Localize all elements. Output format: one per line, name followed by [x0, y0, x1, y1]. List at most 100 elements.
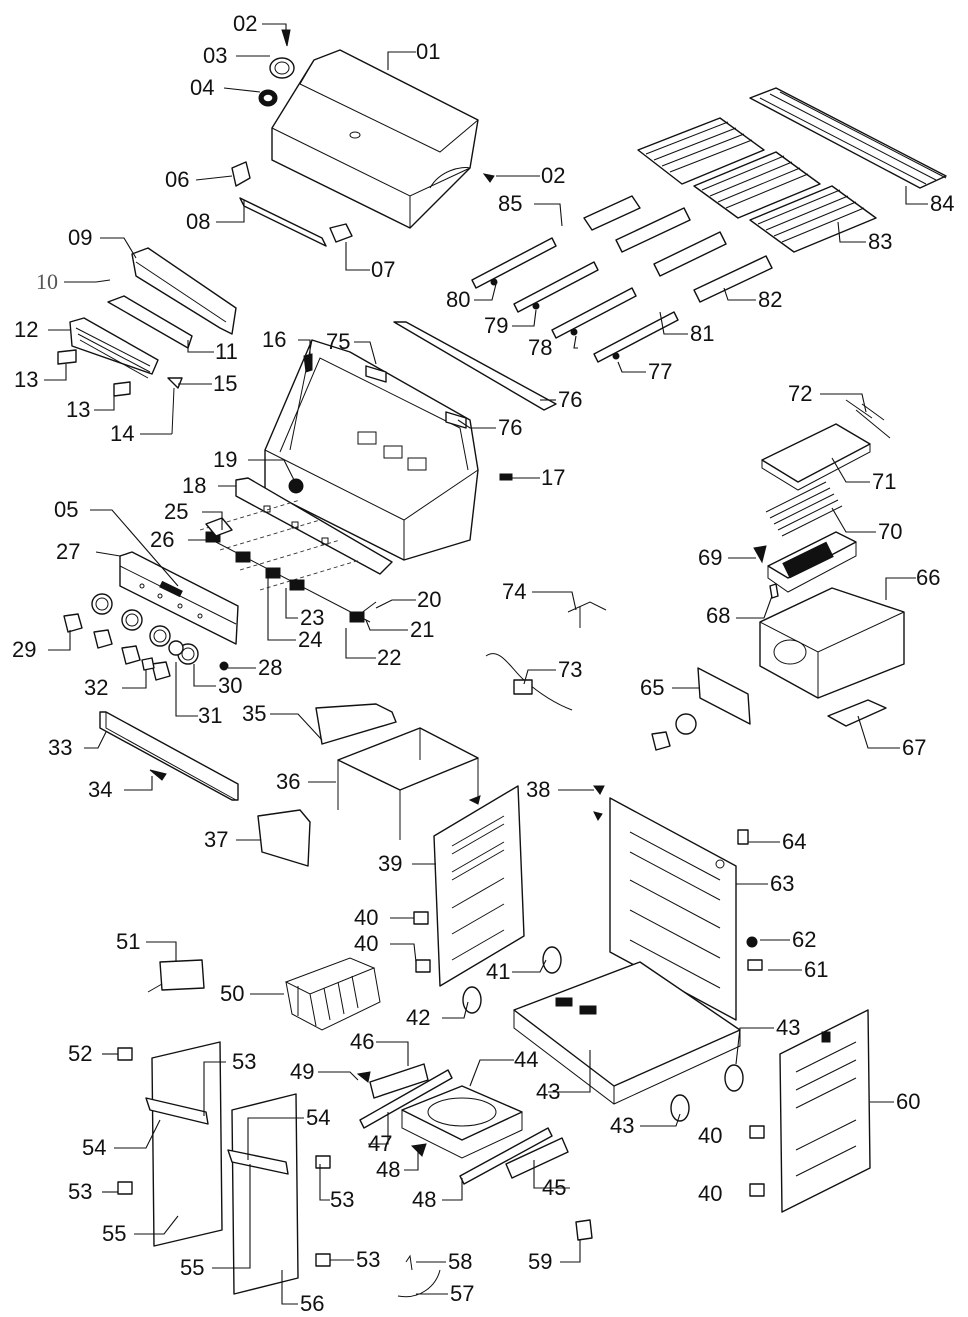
grill-lid [271, 49, 479, 229]
part-label: 13 [14, 367, 38, 392]
part-label: 54 [82, 1135, 106, 1160]
part-label: 08 [186, 209, 210, 234]
part-label: 80 [446, 287, 470, 312]
rotisserie-burner [57, 247, 237, 435]
part-label: 06 [165, 167, 189, 192]
part-label: 03 [203, 43, 227, 68]
part-label: 39 [378, 851, 402, 876]
part-label: 43 [536, 1079, 560, 1104]
part-label: 63 [770, 871, 794, 896]
part-label: 59 [528, 1249, 552, 1274]
part-label: 05 [54, 497, 78, 522]
part-label: 40 [698, 1123, 722, 1148]
part-label: 23 [300, 605, 324, 630]
part-label: 20 [417, 587, 441, 612]
leader-lines [44, 23, 928, 1305]
part-label: 24 [298, 627, 322, 652]
part-label: 25 [164, 499, 188, 524]
part-label: 70 [878, 519, 902, 544]
warming-rack [749, 87, 947, 189]
part-label: 74 [502, 579, 526, 604]
part-label: 40 [698, 1181, 722, 1206]
handle-assembly [231, 161, 353, 247]
part-label: 57 [450, 1281, 474, 1306]
part-label: 53 [68, 1179, 92, 1204]
part-label: 27 [56, 539, 80, 564]
part-label: 43 [776, 1015, 800, 1040]
part-label: 51 [116, 929, 140, 954]
part-label: 53 [330, 1187, 354, 1212]
igniter-wiring [485, 601, 607, 711]
drawer-assembly [356, 1063, 569, 1185]
baskets [147, 957, 381, 1031]
part-label: 12 [14, 317, 38, 342]
part-label: 81 [690, 321, 714, 346]
firebox [264, 321, 557, 561]
part-label: 15 [213, 371, 237, 396]
part-label: 72 [788, 381, 812, 406]
part-label: 26 [150, 527, 174, 552]
part-label: 76 [498, 415, 522, 440]
part-label: 58 [448, 1249, 472, 1274]
part-label: 02 [541, 163, 565, 188]
part-label: 50 [220, 981, 244, 1006]
small-hardware [397, 785, 765, 1298]
flame-tamers [583, 195, 773, 303]
part-label: 65 [640, 675, 664, 700]
part-label: 55 [102, 1221, 126, 1246]
left-side-panel [433, 785, 525, 987]
control-panel [119, 551, 239, 645]
part-label: 41 [486, 959, 510, 984]
part-label: 48 [412, 1187, 436, 1212]
part-label: 48 [376, 1157, 400, 1182]
control-knobs [63, 593, 229, 681]
part-label: 14 [110, 421, 134, 446]
side-burner [651, 399, 905, 751]
part-label: 55 [180, 1255, 204, 1280]
part-label: 31 [198, 703, 222, 728]
part-label: 68 [706, 603, 730, 628]
part-label: 61 [804, 957, 828, 982]
part-label: 66 [916, 565, 940, 590]
part-label: 54 [306, 1105, 330, 1130]
part-label: 62 [792, 927, 816, 952]
part-label: 02 [233, 11, 257, 36]
part-label: 07 [371, 257, 395, 282]
main-burners [471, 237, 679, 363]
part-label: 10 [36, 269, 58, 294]
part-label: 33 [48, 735, 72, 760]
part-label: 34 [88, 777, 112, 802]
thermometer-parts [258, 29, 495, 183]
part-label: 01 [416, 39, 440, 64]
part-label: 45 [542, 1175, 566, 1200]
support-frame [257, 703, 479, 867]
part-label: 46 [350, 1029, 374, 1054]
part-label: 69 [698, 545, 722, 570]
manifold-and-valves [199, 477, 393, 623]
part-label: 79 [484, 313, 508, 338]
part-label: 71 [872, 469, 896, 494]
cooking-grates [637, 117, 877, 253]
part-label: 43 [610, 1113, 634, 1138]
part-label: 42 [406, 1005, 430, 1030]
part-label: 30 [218, 673, 242, 698]
bottom-tray [513, 961, 741, 1105]
part-label: 83 [868, 229, 892, 254]
part-label: 11 [215, 339, 238, 364]
part-label: 60 [896, 1089, 920, 1114]
part-label: 22 [377, 645, 401, 670]
part-label: 18 [182, 473, 206, 498]
part-label: 36 [276, 769, 300, 794]
part-label: 53 [356, 1247, 380, 1272]
part-label: 28 [258, 655, 282, 680]
part-label: 47 [368, 1131, 392, 1156]
part-label: 56 [300, 1291, 324, 1316]
part-label: 40 [354, 931, 378, 956]
part-label: 76 [558, 387, 582, 412]
casters [462, 946, 744, 1122]
part-label: 17 [541, 465, 565, 490]
part-label: 13 [66, 397, 90, 422]
part-label: 35 [242, 701, 266, 726]
part-label: 73 [558, 657, 582, 682]
